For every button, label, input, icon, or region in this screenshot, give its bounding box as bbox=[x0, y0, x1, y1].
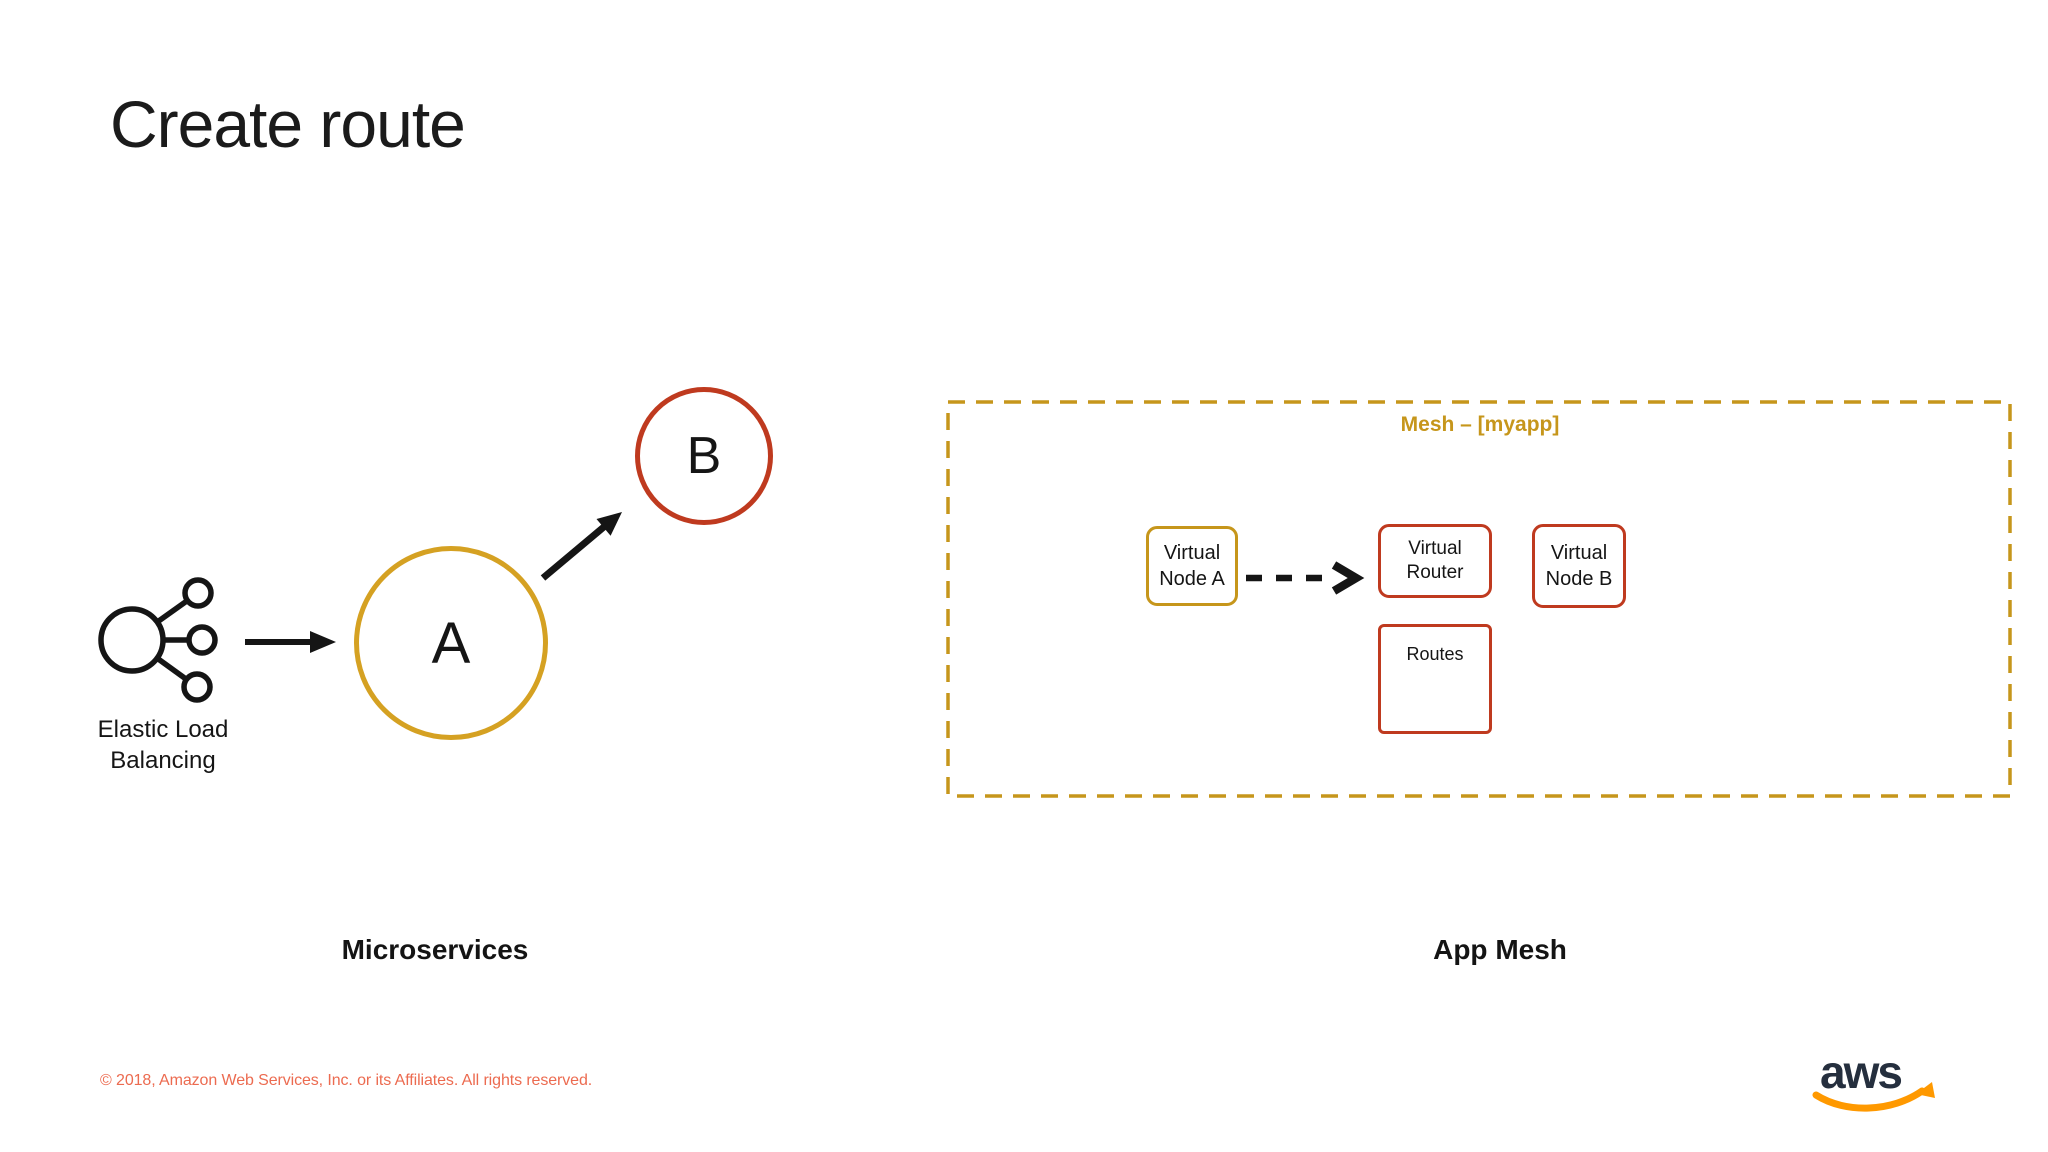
copyright-text: © 2018, Amazon Web Services, Inc. or its… bbox=[100, 1072, 593, 1089]
virtual-node-b-box: Virtual Node B bbox=[1532, 524, 1626, 608]
virtual-node-a-line1: Virtual bbox=[1163, 542, 1221, 564]
service-b-label: B bbox=[686, 427, 722, 485]
virtual-node-b-line2: Node B bbox=[1545, 568, 1613, 590]
dashed-arrow-node-a-to-router-icon bbox=[1246, 561, 1365, 595]
elastic-load-balancing-icon bbox=[98, 577, 218, 703]
virtual-node-b-line1: Virtual bbox=[1550, 542, 1608, 564]
microservices-section-label: Microservices bbox=[341, 934, 529, 965]
routes-box: Routes bbox=[1378, 624, 1492, 734]
app-mesh-section-label: App Mesh bbox=[1433, 934, 1567, 965]
arrow-a-to-b-icon bbox=[540, 512, 622, 581]
page-title: Create route bbox=[110, 87, 466, 161]
mesh-title: Mesh – [myapp] bbox=[1400, 413, 1560, 436]
aws-smile-logo-icon: aws bbox=[1812, 1046, 1935, 1112]
virtual-router-line2: Router bbox=[1406, 562, 1464, 583]
service-b-node: B bbox=[635, 387, 773, 525]
virtual-node-a-line2: Node A bbox=[1159, 568, 1225, 590]
elb-label: Elastic Load Balancing bbox=[53, 714, 273, 776]
service-a-node: A bbox=[354, 546, 548, 740]
elb-label-line1: Elastic Load bbox=[97, 716, 229, 743]
service-a-label: A bbox=[431, 610, 471, 676]
virtual-router-box: Virtual Router bbox=[1378, 524, 1492, 598]
routes-label: Routes bbox=[1406, 644, 1464, 664]
virtual-node-a-box: Virtual Node A bbox=[1146, 526, 1238, 606]
virtual-router-line1: Virtual bbox=[1408, 538, 1462, 559]
mesh-dashed-border bbox=[946, 400, 2012, 798]
aws-logo-text: aws bbox=[1820, 1046, 1901, 1098]
arrow-elb-to-a-icon bbox=[245, 631, 336, 653]
elb-label-line2: Balancing bbox=[110, 747, 216, 774]
